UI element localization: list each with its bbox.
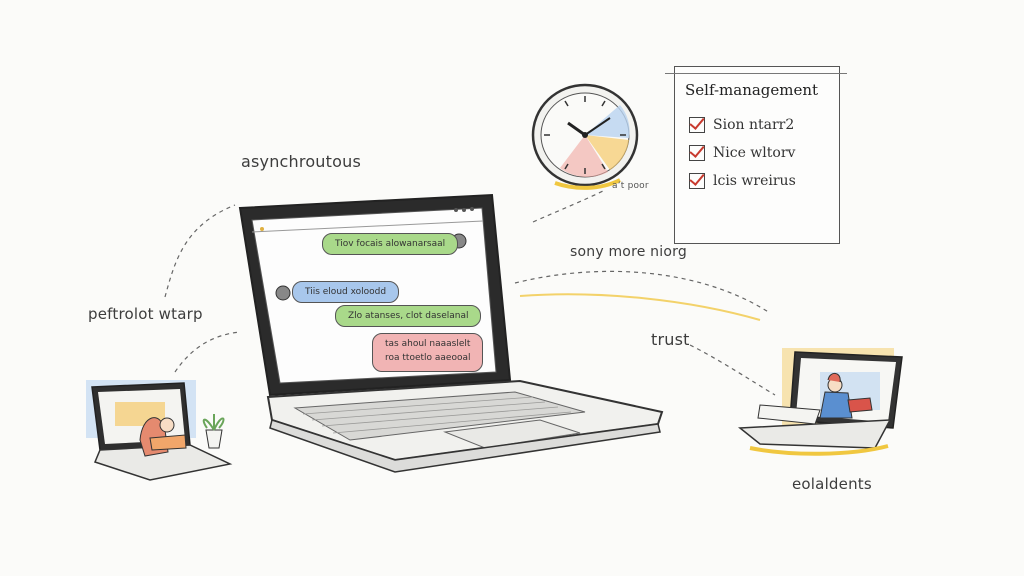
connector-right bbox=[689, 344, 776, 396]
checkbox-checked-icon bbox=[689, 173, 705, 189]
connector-clock bbox=[532, 189, 606, 223]
checkbox-checked-icon bbox=[689, 145, 705, 161]
label-clock-note: a’t poor bbox=[612, 181, 649, 191]
self-management-checklist: Self-management Sion ntarr2 Nice wltorv … bbox=[665, 66, 847, 244]
connector-left-lower bbox=[174, 331, 241, 373]
label-left-user: peftrolot wtarp bbox=[88, 305, 203, 323]
avatar-icon bbox=[275, 285, 291, 301]
chat-bubble: Tiis eloud xoloodd bbox=[292, 281, 400, 303]
left-laptop-user bbox=[86, 380, 233, 481]
label-bottom-right: eolaldents bbox=[792, 475, 872, 493]
right-laptop-user bbox=[737, 348, 903, 456]
checklist-item: Sion ntarr2 bbox=[689, 117, 794, 133]
clock-icon bbox=[531, 83, 639, 190]
connector-left-upper bbox=[164, 204, 236, 298]
chat-bubble: Zlo atanses, clot daselanal bbox=[335, 305, 482, 327]
checkbox-checked-icon bbox=[689, 117, 705, 133]
highlight-yellow-line bbox=[519, 293, 761, 321]
label-trust: trust bbox=[651, 330, 690, 349]
label-middle: sony more niorg bbox=[570, 244, 687, 260]
checklist-item: Nice wltorv bbox=[689, 145, 795, 161]
checklist-title: Self-management bbox=[685, 81, 819, 99]
chat-bubble: tas ahoul naaaslelt roa ttoetlo aaeooal bbox=[372, 333, 484, 372]
checklist-item: lcis wreirus bbox=[689, 173, 796, 189]
label-asynchronous: asynchroutous bbox=[241, 152, 361, 171]
chat-bubble: Tiov focais alowanarsaal bbox=[322, 233, 459, 255]
connector-middle bbox=[514, 270, 771, 314]
